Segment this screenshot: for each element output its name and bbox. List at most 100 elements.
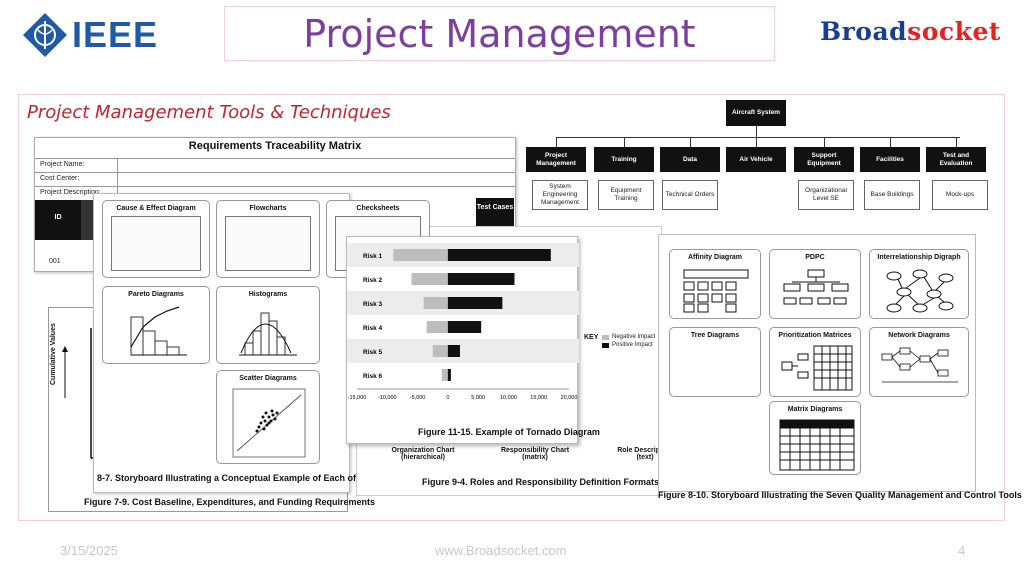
ieee-logo: IEEE bbox=[22, 10, 177, 60]
rtm-test-cases: Test Cases bbox=[476, 198, 514, 226]
wbs-connector bbox=[956, 137, 957, 147]
rtm-row-label: Cost Center: bbox=[40, 175, 80, 182]
tile-network: Network Diagrams bbox=[869, 327, 969, 397]
wbs-connector bbox=[690, 137, 691, 147]
tornado-category-label: Risk 3 bbox=[363, 301, 383, 308]
wbs-level1-box: Support Equipment bbox=[794, 147, 854, 172]
tornado-tick-label: 10,000 bbox=[500, 395, 517, 401]
tornado-bar-positive bbox=[447, 369, 451, 381]
tornado-key: KEY Negative Impact Positive Impact bbox=[580, 330, 660, 352]
pdpc-mini bbox=[783, 269, 849, 305]
tile-prioritization: Prioritization Matrices bbox=[769, 327, 861, 397]
tornado-bar-positive bbox=[447, 297, 503, 309]
tornado-category-label: Risk 4 bbox=[363, 325, 383, 332]
tile-pdpc: PDPC bbox=[769, 249, 861, 319]
roles-label-sub: (hierarchical) bbox=[401, 454, 445, 461]
tile-scatter: Scatter Diagrams bbox=[216, 370, 320, 464]
tile-title: Prioritization Matrices bbox=[778, 332, 852, 339]
tornado-tick-label: 15,000 bbox=[530, 395, 547, 401]
tornado-tick-label: 0 bbox=[446, 395, 449, 401]
key-text: Negative Impact bbox=[612, 334, 656, 340]
pareto-mini-chart bbox=[130, 306, 187, 356]
wbs-connector bbox=[756, 137, 757, 147]
rtm-title: Requirements Traceability Matrix bbox=[188, 140, 362, 152]
tile-title: Pareto Diagrams bbox=[128, 291, 184, 298]
tile-title: Tree Diagrams bbox=[690, 332, 740, 339]
storyboard-caption: 8-7. Storyboard Illustrating a Conceptua… bbox=[97, 473, 357, 483]
footer-url: www.Broadsocket.com bbox=[435, 543, 567, 558]
tile-matrix: Matrix Diagrams bbox=[769, 401, 861, 475]
tornado-row-band bbox=[347, 339, 579, 363]
key-item-negative: Negative Impact bbox=[602, 334, 655, 340]
rtm-row: Project Name: bbox=[35, 158, 515, 172]
roles-caption: Figure 9-4. Roles and Responsibility Def… bbox=[422, 477, 660, 487]
broadsocket-logo: Broadsocket bbox=[820, 17, 1001, 46]
roles-label-title: Organization Chart bbox=[391, 447, 455, 454]
wbs-connector bbox=[556, 137, 960, 138]
wbs-level1-box: Project Management bbox=[526, 147, 586, 172]
wbs-level2-box: System Engineering Management bbox=[532, 180, 588, 210]
tile-title: Flowcharts bbox=[249, 205, 287, 212]
affinity-mini bbox=[683, 269, 749, 313]
wbs-level2-box: Mock-ups bbox=[932, 180, 988, 210]
footer-date: 3/15/2025 bbox=[60, 543, 118, 558]
wbs-level2-box: Equipment Training bbox=[598, 180, 654, 210]
tornado-category-label: Risk 2 bbox=[363, 277, 383, 284]
brand-logo-part-a: Broad bbox=[820, 17, 908, 46]
rtm-row-label: Project Description: bbox=[40, 189, 101, 196]
ieee-logo-text: IEEE bbox=[72, 14, 159, 55]
tile-pareto: Pareto Diagrams bbox=[102, 286, 210, 364]
scatter-mini-chart bbox=[232, 388, 306, 458]
matrix-mini bbox=[779, 419, 855, 471]
tornado-bar-negative bbox=[411, 273, 448, 285]
tile-title: Affinity Diagram bbox=[687, 254, 743, 261]
tile-title: Interrelationship Digraph bbox=[877, 254, 961, 261]
tile-tree: Tree Diagrams bbox=[669, 327, 761, 397]
quality-caption: Figure 8-10. Storyboard Illustrating the… bbox=[658, 490, 1022, 500]
tornado-bar-positive bbox=[447, 345, 460, 357]
tile-cause-effect: Cause & Effect Diagram bbox=[102, 200, 210, 278]
tile-title: Histograms bbox=[248, 291, 288, 298]
rtm-row: Cost Center: bbox=[35, 172, 515, 186]
prioritization-mini bbox=[781, 345, 853, 391]
rtm-first-id: 001 bbox=[49, 258, 61, 265]
key-text: Positive Impact bbox=[612, 342, 653, 348]
tile-title: Scatter Diagrams bbox=[239, 375, 297, 382]
tile-flowcharts: Flowcharts bbox=[216, 200, 320, 278]
rtm-row-label: Project Name: bbox=[40, 161, 85, 168]
key-label: KEY bbox=[584, 334, 599, 341]
key-item-positive: Positive Impact bbox=[602, 342, 653, 348]
tornado-tick-label: -10,000 bbox=[378, 395, 397, 401]
content-frame bbox=[18, 94, 1005, 521]
wbs-level1-box: Air Vehicle bbox=[726, 147, 786, 172]
title-box: Project Management bbox=[224, 6, 775, 61]
page-title: Project Management bbox=[303, 11, 696, 56]
roles-label-sub: (text) bbox=[636, 454, 654, 461]
interrelationship-mini bbox=[886, 269, 954, 313]
storyboard-seven-tools: Cause & Effect Diagram Flowcharts Checks… bbox=[93, 193, 430, 493]
tile-image bbox=[225, 216, 311, 271]
tornado-category-label: Risk 6 bbox=[363, 373, 383, 380]
tornado-bar-positive bbox=[447, 249, 551, 261]
wbs-level1-box: Facilities bbox=[860, 147, 920, 172]
tile-title: Network Diagrams bbox=[888, 332, 950, 339]
tile-interrelationship: Interrelationship Digraph bbox=[869, 249, 969, 319]
cost-chart-ylabel: Cumulative Values bbox=[50, 323, 57, 385]
tile-affinity: Affinity Diagram bbox=[669, 249, 761, 319]
wbs-connector bbox=[890, 137, 891, 147]
wbs-level2-box: Technical Orders bbox=[662, 180, 718, 210]
wbs-root: Aircraft System bbox=[726, 100, 786, 126]
tornado-bar-negative bbox=[441, 369, 448, 381]
roles-label-sub: (matrix) bbox=[522, 454, 548, 461]
key-swatch-positive bbox=[602, 342, 609, 348]
tile-image bbox=[111, 216, 201, 271]
tornado-tick-label: -15,000 bbox=[348, 395, 367, 401]
histogram-mini-chart bbox=[239, 312, 297, 356]
section-heading: Project Management Tools & Techniques bbox=[27, 102, 391, 123]
tornado-category-label: Risk 5 bbox=[363, 349, 383, 356]
roles-label-resp: Responsibility Chart (matrix) bbox=[496, 447, 574, 461]
roles-label-title: Role Description bbox=[617, 447, 673, 454]
